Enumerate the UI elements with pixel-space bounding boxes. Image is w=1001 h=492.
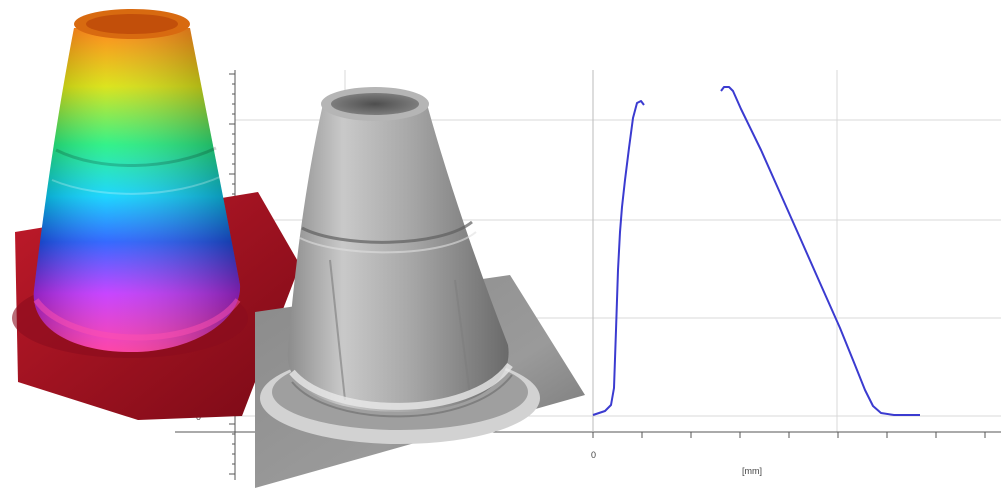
x-axis-ticks (592, 432, 986, 438)
grey-cone-body (287, 104, 509, 412)
height-colored-cone-render (12, 9, 300, 420)
x-axis-zero-label: 0 (591, 450, 596, 460)
grey-shaded-cone-render (255, 87, 585, 488)
profile-line (592, 86, 920, 416)
rainbow-cone-top-opening (86, 14, 178, 34)
x-axis-unit-label: [mm] (742, 466, 762, 476)
grey-cone-top-opening (331, 93, 419, 115)
